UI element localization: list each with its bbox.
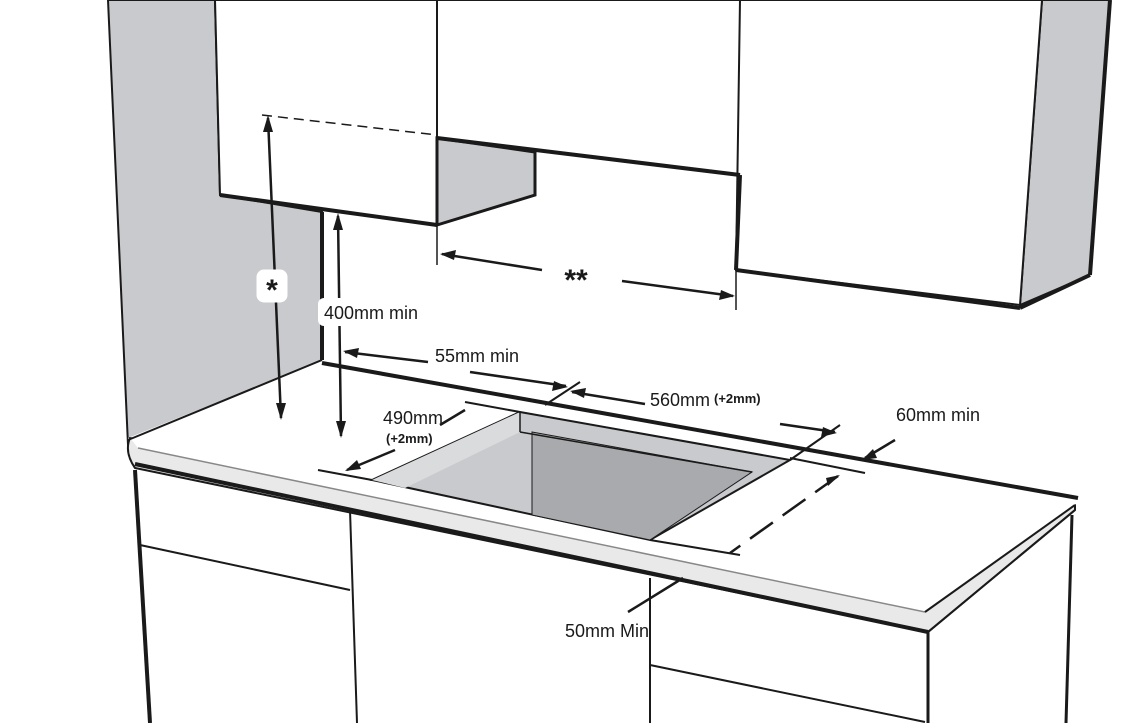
left-wall-cabinet bbox=[213, 0, 438, 227]
base-cabinets bbox=[133, 469, 1074, 723]
cutout-depth-tolerance: (+2mm) bbox=[386, 431, 433, 446]
height-dim-line bbox=[266, 117, 283, 419]
height-marker: * bbox=[266, 274, 278, 307]
width-dim-line-right bbox=[621, 279, 734, 298]
hob-cutout bbox=[368, 410, 793, 542]
width-dim-line-left bbox=[441, 252, 543, 272]
cutout-depth-dim-line-a bbox=[439, 408, 466, 427]
right-wall-cabinet bbox=[734, 0, 1044, 307]
back-wall bbox=[106, 0, 1148, 723]
cabinet-height-label-box bbox=[318, 298, 430, 326]
height-marker-box bbox=[256, 269, 288, 303]
rear-clearance-dim-line-a bbox=[344, 350, 429, 364]
cutout-depth-label: 490mm bbox=[383, 408, 443, 428]
cutout-width-label: 560mm bbox=[650, 390, 710, 410]
cabinet-height-label: 400mm min bbox=[324, 303, 418, 323]
wall-cabinets bbox=[213, 0, 1112, 360]
right-side-wall bbox=[1078, 0, 1148, 723]
front-clearance-dim-line bbox=[627, 576, 684, 614]
rear-clearance-dim-line-b bbox=[469, 370, 567, 388]
width-marker: ** bbox=[564, 264, 588, 297]
front-depth-dim-line bbox=[729, 474, 839, 555]
left-cabinet-underside bbox=[435, 136, 537, 228]
rear-clearance-label: 55mm min bbox=[435, 346, 519, 366]
side-clearance-label: 60mm min bbox=[896, 405, 980, 425]
labels: * 400mm min ** 55mm min 560mm (+2mm) 490… bbox=[256, 264, 980, 641]
cutout-width-tolerance: (+2mm) bbox=[714, 391, 761, 406]
cutout-inner-left bbox=[372, 412, 520, 488]
front-clearance-label: 50mm Min bbox=[565, 621, 649, 641]
